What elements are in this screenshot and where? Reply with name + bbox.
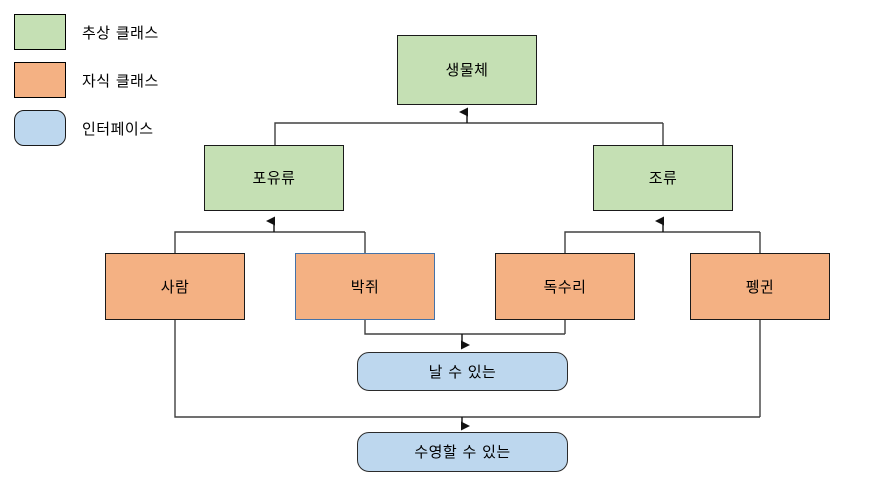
node-flyable-interface[interactable]: 날 수 있는 [357,352,568,391]
legend-label-child-class: 자식 클래스 [82,72,159,90]
node-bird[interactable]: 조류 [593,145,733,211]
node-mammal[interactable]: 포유류 [204,145,344,211]
node-eagle[interactable]: 독수리 [495,253,635,320]
node-organism[interactable]: 생물체 [397,35,537,105]
node-human[interactable]: 사람 [105,253,245,320]
legend-swatch-child-class [14,62,66,98]
edge-flyable-bus [364,320,565,335]
legend-label-abstract-class: 추상 클래스 [82,24,159,42]
legend-swatch-abstract-class [14,14,66,50]
edge-mammal-bird-bus [274,122,663,145]
edge-mammal-children-bus [174,231,365,253]
legend-label-interface: 인터페이스 [82,120,154,138]
edge-bird-children-bus [564,231,760,253]
node-bat[interactable]: 박쥐 [295,253,435,320]
legend-swatch-interface [14,110,66,146]
node-penguin[interactable]: 펭귄 [690,253,830,320]
node-swimmable-interface[interactable]: 수영할 수 있는 [357,432,568,472]
